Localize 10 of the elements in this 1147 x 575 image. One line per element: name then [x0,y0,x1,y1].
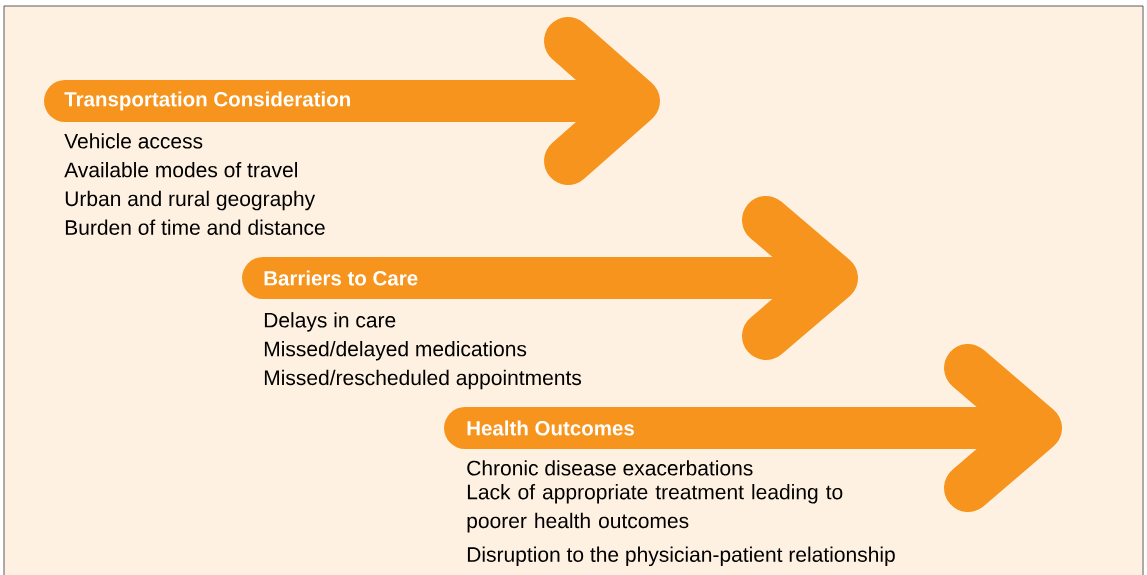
list-item: Missed/delayed medications [264,340,527,361]
list-item: Available modes of travel [64,161,297,178]
list-item: Delays in care [264,312,396,332]
list-item: Urban and rural geography [65,190,316,211]
list-item: Chronic disease exacerbations [467,460,753,476]
list-item: Lack of appropriate treatment leading to poorer health outcomes [467,484,843,533]
list-item: Disruption to the physician-patient relationship [467,546,895,567]
list-item: Burden of time and distance [65,219,325,235]
list-item: Vehicle access [64,133,203,149]
list-item: Missed/rescheduled appointments [264,369,582,390]
